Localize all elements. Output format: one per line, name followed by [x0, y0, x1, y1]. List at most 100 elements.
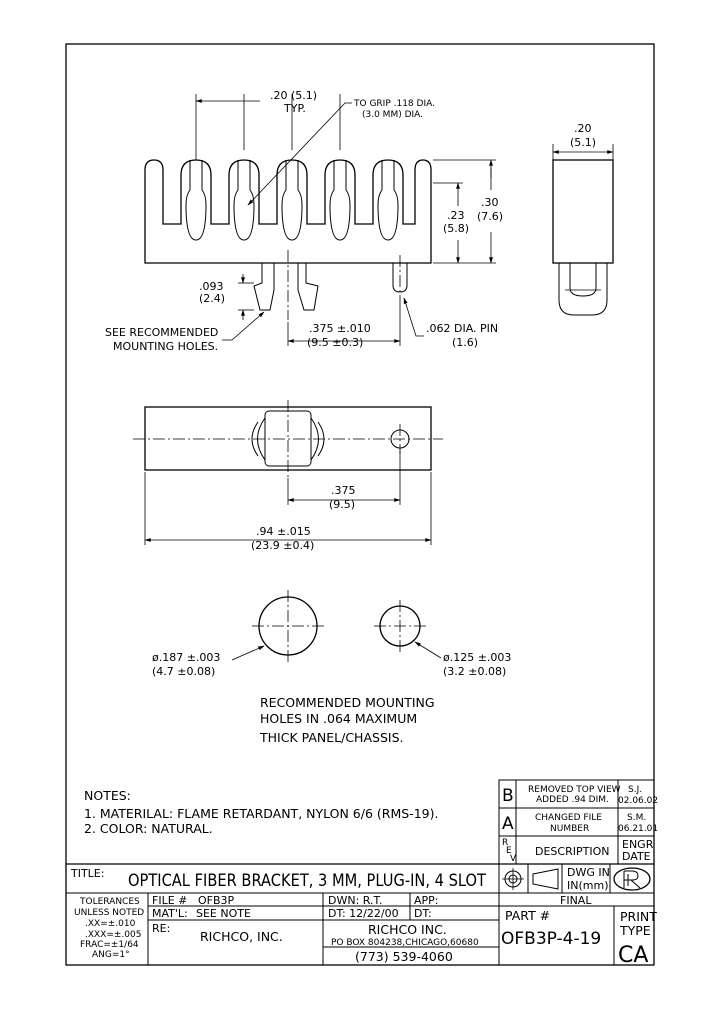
tol-line-6: ANG=1° [92, 950, 130, 960]
rev-header-e: E [506, 846, 512, 856]
holes-caption-line-2: HOLES IN .064 MAXIMUM [260, 711, 417, 726]
drawing-title: OPTICAL FIBER BRACKET, 3 MM, PLUG-IN, 4 … [128, 871, 487, 891]
rev-a-desc-1: CHANGED FILE [535, 813, 602, 823]
height-dim-in: .30 [481, 196, 499, 209]
tol-line-5: FRAC=±1/64 [80, 940, 139, 950]
holes-caption-line-3: THICK PANEL/CHASSIS. [259, 730, 403, 745]
slot-4 [329, 160, 351, 241]
body-dim-in: .23 [447, 209, 465, 222]
print-type-value: CA [618, 943, 648, 968]
tol-line-2: UNLESS NOTED [74, 908, 144, 918]
part-label: PART # [505, 908, 550, 923]
rev-a-engr: S.M. [627, 813, 646, 823]
third-angle-projection-icon [502, 868, 559, 890]
re-value: RICHCO, INC. [200, 929, 283, 944]
small-hole-dim-mm: (3.2 ±0.08) [443, 665, 506, 678]
richco-logo-icon [613, 867, 651, 891]
rev-header-r: R [502, 838, 508, 848]
clip-dim-in: .093 [199, 280, 224, 293]
dwg-in-line-1: DWG IN [567, 866, 610, 879]
holes-caption-line-1: RECOMMENDED MOUNTING [260, 695, 435, 710]
note-1: 1. MATERILAL: FLAME RETARDANT, NYLON 6/6… [84, 806, 438, 821]
mount-note-line-2: MOUNTING HOLES. [113, 340, 218, 353]
part-number: OFB3P-4-19 [501, 929, 601, 949]
slot-1 [185, 160, 207, 241]
rev-a-letter: A [502, 814, 514, 834]
rev-b-letter: B [502, 786, 514, 806]
file-value: OFB3P [198, 894, 235, 907]
rev-b-desc-1: REMOVED TOP VIEW [528, 785, 621, 795]
drawn-date: DT: 12/22/00 [328, 907, 399, 920]
clip-pin-spacing-mm: (9.5 ±0.3) [307, 336, 363, 349]
small-hole-dim-in: ø.125 ±.003 [443, 651, 511, 664]
rev-b-desc-2: ADDED .94 DIM. [536, 795, 609, 805]
company-address: PO BOX 804238,CHICAGO,60680 [331, 938, 479, 948]
rev-header-engr: ENGR [622, 838, 654, 851]
company-phone: (773) 539-4060 [355, 949, 453, 964]
title-label: TITLE: [70, 867, 104, 880]
drawn-by: DWN: R.T. [328, 894, 382, 907]
rev-b-date: 02.06.02 [618, 796, 658, 806]
pitch-typ: TYP. [283, 102, 306, 115]
note-2: 2. COLOR: NATURAL. [84, 821, 213, 836]
revision-block: B REMOVED TOP VIEW ADDED .94 DIM. S.J. 0… [498, 779, 658, 865]
tol-line-3: .XX=±.010 [85, 919, 136, 929]
comb-body-outline [144, 159, 432, 264]
status: FINAL [560, 894, 592, 907]
approved-by: APP: [414, 894, 439, 907]
matl-value: SEE NOTE [196, 907, 251, 920]
top-spacing-mm: (9.5) [329, 498, 355, 511]
company-name: RICHCO INC. [368, 922, 447, 937]
height-dim-mm: (7.6) [477, 210, 503, 223]
length-dim-in: .94 ±.015 [256, 525, 311, 538]
tol-line-1: TOLERANCES [79, 897, 140, 907]
top-spacing-in: .375 [331, 484, 356, 497]
side-view: .20 (5.1) [552, 122, 614, 316]
clip-pin-spacing-in: .375 ±.010 [309, 322, 371, 335]
sheet-border [65, 43, 655, 966]
grip-note-line-1: TO GRIP .118 DIA. [353, 99, 435, 109]
slot-5 [377, 160, 399, 241]
rev-header-v: V [510, 854, 517, 864]
slot-2 [233, 160, 255, 241]
print-type-label-2: TYPE [619, 923, 651, 938]
rev-a-date: 06.21.01 [618, 824, 658, 834]
rev-header-description: DESCRIPTION [535, 845, 609, 858]
plug-clip [253, 263, 275, 311]
pin-dim-line-2: (1.6) [452, 336, 478, 349]
re-label: RE: [152, 922, 170, 935]
clip-dim-mm: (2.4) [199, 292, 225, 305]
side-pin [569, 263, 597, 297]
file-label: FILE # [152, 894, 187, 907]
dwg-in-line-2: IN(mm) [567, 879, 609, 892]
pin-dim-line-1: .062 DIA. PIN [426, 322, 498, 335]
rev-b-engr: S.J. [628, 785, 642, 795]
length-dim-mm: (23.9 ±0.4) [251, 539, 314, 552]
notes: NOTES: 1. MATERILAL: FLAME RETARDANT, NY… [84, 788, 438, 836]
mount-note-line-1: SEE RECOMMENDED [105, 326, 218, 339]
side-width-mm: (5.1) [570, 136, 596, 149]
approved-date: DT: [414, 907, 432, 920]
top-view: .375 (9.5) .94 ±.015 (23.9 ±0.4) [133, 400, 443, 552]
matl-label: MAT'L: [152, 907, 188, 920]
plug-clip-right [297, 263, 319, 311]
title-block: TITLE: OPTICAL FIBER BRACKET, 3 MM, PLUG… [66, 863, 657, 968]
side-width-in: .20 [574, 122, 592, 135]
rev-a-desc-2: NUMBER [550, 824, 589, 834]
slot-3 [281, 160, 303, 241]
rev-header-date: DATE [622, 850, 651, 863]
grip-note-line-2: (3.0 MM) DIA. [362, 110, 423, 120]
side-clip [558, 263, 608, 316]
large-hole-dim-in: ø.187 ±.003 [152, 651, 220, 664]
tol-line-4: .XXX=±.005 [85, 930, 141, 940]
pitch-dimension: .20 (5.1) [270, 89, 317, 102]
top-clip-window [264, 410, 312, 467]
mounting-holes: ø.187 ±.003 (4.7 ±0.08) ø.125 ±.003 (3.2… [152, 590, 511, 745]
print-type-label-1: PRINT [620, 909, 657, 924]
side-body [552, 159, 614, 264]
large-hole-dim-mm: (4.7 ±0.08) [152, 665, 215, 678]
front-view: .20 (5.1) TYP. TO GRIP .118 DIA. (3.0 MM… [105, 89, 503, 353]
body-dim-mm: (5.8) [443, 222, 469, 235]
notes-heading: NOTES: [84, 788, 131, 803]
